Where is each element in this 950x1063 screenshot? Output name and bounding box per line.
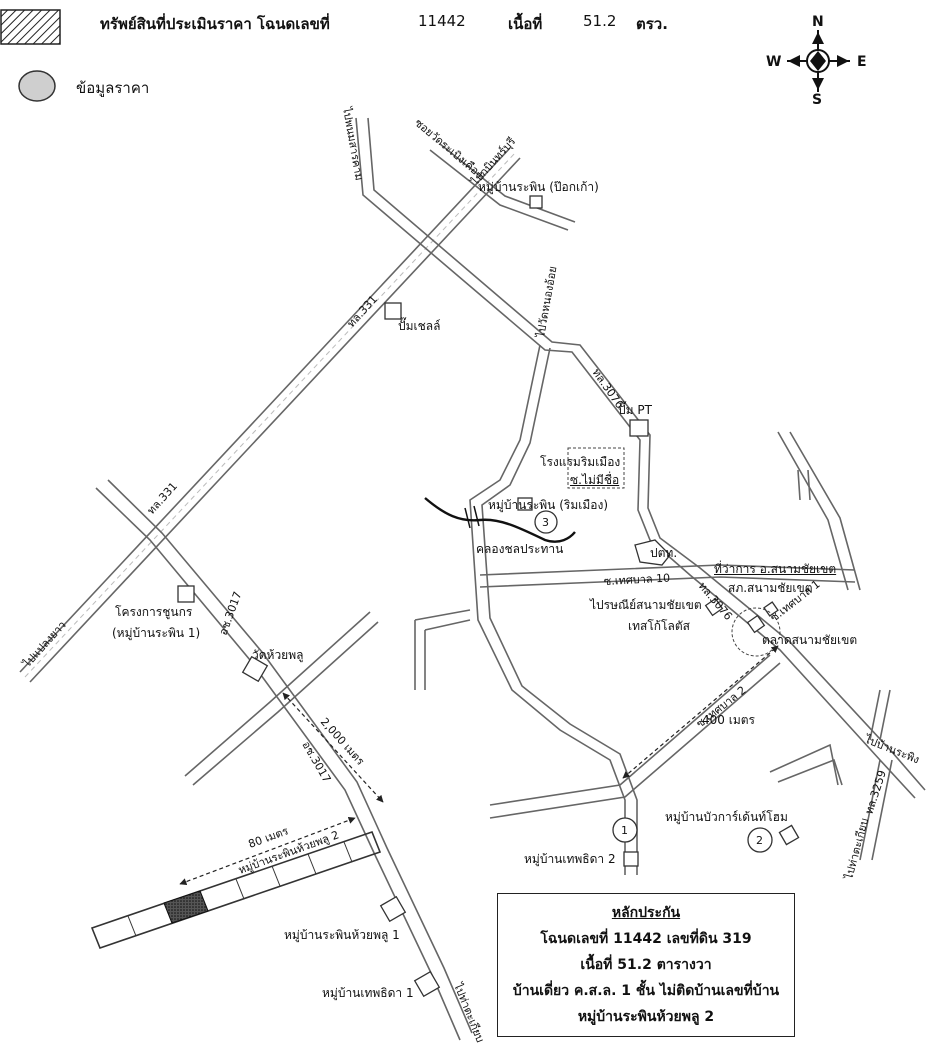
collateral-line3: บ้านเดี่ยว ค.ส.ล. 1 ชั้น ไม่ติดบ้านเลขที… bbox=[512, 983, 780, 999]
collateral-line1: โฉนดเลขที่ 11442 เลขที่ดิน 319 bbox=[540, 931, 752, 947]
dimension-400m bbox=[622, 645, 779, 779]
compass-e: E bbox=[857, 54, 867, 70]
label-village-rapin-pok-kao: หมู่บ้านระพิน (ป๊อกเก้า) bbox=[478, 180, 599, 194]
dimension-80m bbox=[179, 816, 356, 886]
label-road-3017-a: อช.3017 bbox=[217, 590, 245, 637]
collateral-line4: หมู่บ้านระพินห้วยพลู 2 bbox=[577, 1009, 715, 1025]
canal-line bbox=[424, 497, 576, 543]
legend-price-data-label: ข้อมูลราคา bbox=[76, 79, 150, 97]
label-pt-station: ปั๊ม PT bbox=[618, 403, 652, 417]
building-markers bbox=[177, 195, 800, 998]
road-network bbox=[19, 117, 926, 1041]
label-rim-mueang-hotel: โรงแรมริมเมือง bbox=[540, 455, 621, 469]
label-housing-project-sub: (หมู่บ้านระพิน 1) bbox=[112, 626, 201, 640]
legend-deed-no: 11442 bbox=[418, 12, 466, 30]
parcel-strip bbox=[127, 841, 353, 937]
label-police: ปตท. bbox=[650, 546, 678, 560]
label-market: ตลาดสนามชัยเขต bbox=[762, 633, 858, 647]
label-district-office: ที่ว่าการ อ.สนามชัยเขต bbox=[714, 562, 837, 576]
label-canal: คลองชลประทาน bbox=[476, 542, 564, 556]
compass-s: S bbox=[812, 92, 823, 108]
label-soi-wat-raboeng: ซอยวัดระเบิงเคือง bbox=[412, 116, 485, 181]
legend-area-value: 51.2 bbox=[583, 12, 617, 30]
subject-parcel bbox=[163, 890, 209, 924]
police-box bbox=[634, 539, 671, 566]
label-village-thepthida-1: หมู่บ้านเทพธิดา 1 bbox=[322, 986, 414, 1000]
marker-2-label: 2 bbox=[756, 834, 763, 847]
label-dist-400: 400 เมตร bbox=[702, 713, 755, 727]
dimension-2000m bbox=[282, 692, 384, 803]
label-tesco: เทสโก้โลตัส bbox=[628, 619, 690, 633]
label-to-tha-takiap-b: ไปท่าตะเกียบ bbox=[451, 980, 487, 1044]
label-housing-project: โครงการชูนกร bbox=[115, 605, 193, 619]
label-road-331-a: ทล.331 bbox=[345, 293, 380, 330]
legend-area-label: เนื้อที่ bbox=[508, 15, 543, 33]
price-marker-1 bbox=[612, 817, 638, 843]
label-to-plaeng-yao: ไปแปลงยาว bbox=[20, 619, 69, 671]
marker-1-label: 1 bbox=[621, 824, 628, 837]
label-soi-mai-mi-chue: ซ.ไม่มีชื่อ bbox=[570, 473, 620, 487]
label-road-3017-b: อช.3017 bbox=[299, 739, 333, 785]
label-shell-station: ปั๊มเชลล์ bbox=[398, 319, 441, 333]
collateral-line2: เนื้อที่ 51.2 ตารางวา bbox=[580, 957, 712, 973]
label-road-331-b: ทล.331 bbox=[145, 480, 180, 517]
label-village-rapin-huai-phlu-1: หมู่บ้านระพินห้วยพลู 1 bbox=[284, 928, 400, 942]
price-marker-2 bbox=[747, 827, 773, 853]
marker-3-label: 3 bbox=[542, 516, 549, 529]
label-to-phanom-sarakham: ไปพนมสารคาม bbox=[340, 105, 366, 181]
label-soi-thesaban-10: ซ.เทศบาล 10 bbox=[603, 572, 670, 588]
label-to-tha-takiap-a: ไปท่าตะเกียบ bbox=[842, 817, 871, 882]
price-marker-3 bbox=[534, 510, 558, 534]
label-post-office: ไปรษณีย์สนามชัยเขต bbox=[590, 598, 702, 612]
compass-rose-icon bbox=[787, 30, 850, 92]
label-village-thepthida-2: หมู่บ้านเทพธิดา 2 bbox=[524, 852, 616, 866]
collateral-title: หลักประกัน bbox=[611, 905, 681, 921]
label-dist-2000: 2,000 เมตร bbox=[318, 715, 367, 768]
legend-price-marker bbox=[18, 70, 56, 102]
legend-area-unit: ตรว. bbox=[636, 15, 668, 33]
collateral-info-box: หลักประกัน โฉนดเลขที่ 11442 เลขที่ดิน 31… bbox=[497, 893, 795, 1037]
compass-n: N bbox=[812, 14, 824, 30]
label-village-garden-home: หมู่บ้านบัวการ์เด้นท์โฮม bbox=[665, 810, 788, 824]
compass-w: W bbox=[766, 54, 782, 70]
label-police-station: สภ.สนามชัยเขต bbox=[728, 581, 813, 595]
label-village-rapin-rim-mueang: หมู่บ้านระพิน (ริมเมือง) bbox=[488, 498, 608, 512]
label-wat-huai-phlu: วัดห้วยพลู bbox=[252, 648, 304, 662]
legend-hatch-swatch bbox=[0, 9, 61, 45]
legend-property-label: ทรัพย์สินที่ประเมินราคา โฉนดเลขที่ bbox=[100, 15, 330, 33]
label-to-wat-nong-oi: ไปวัดหนองอ้อย bbox=[534, 265, 560, 339]
